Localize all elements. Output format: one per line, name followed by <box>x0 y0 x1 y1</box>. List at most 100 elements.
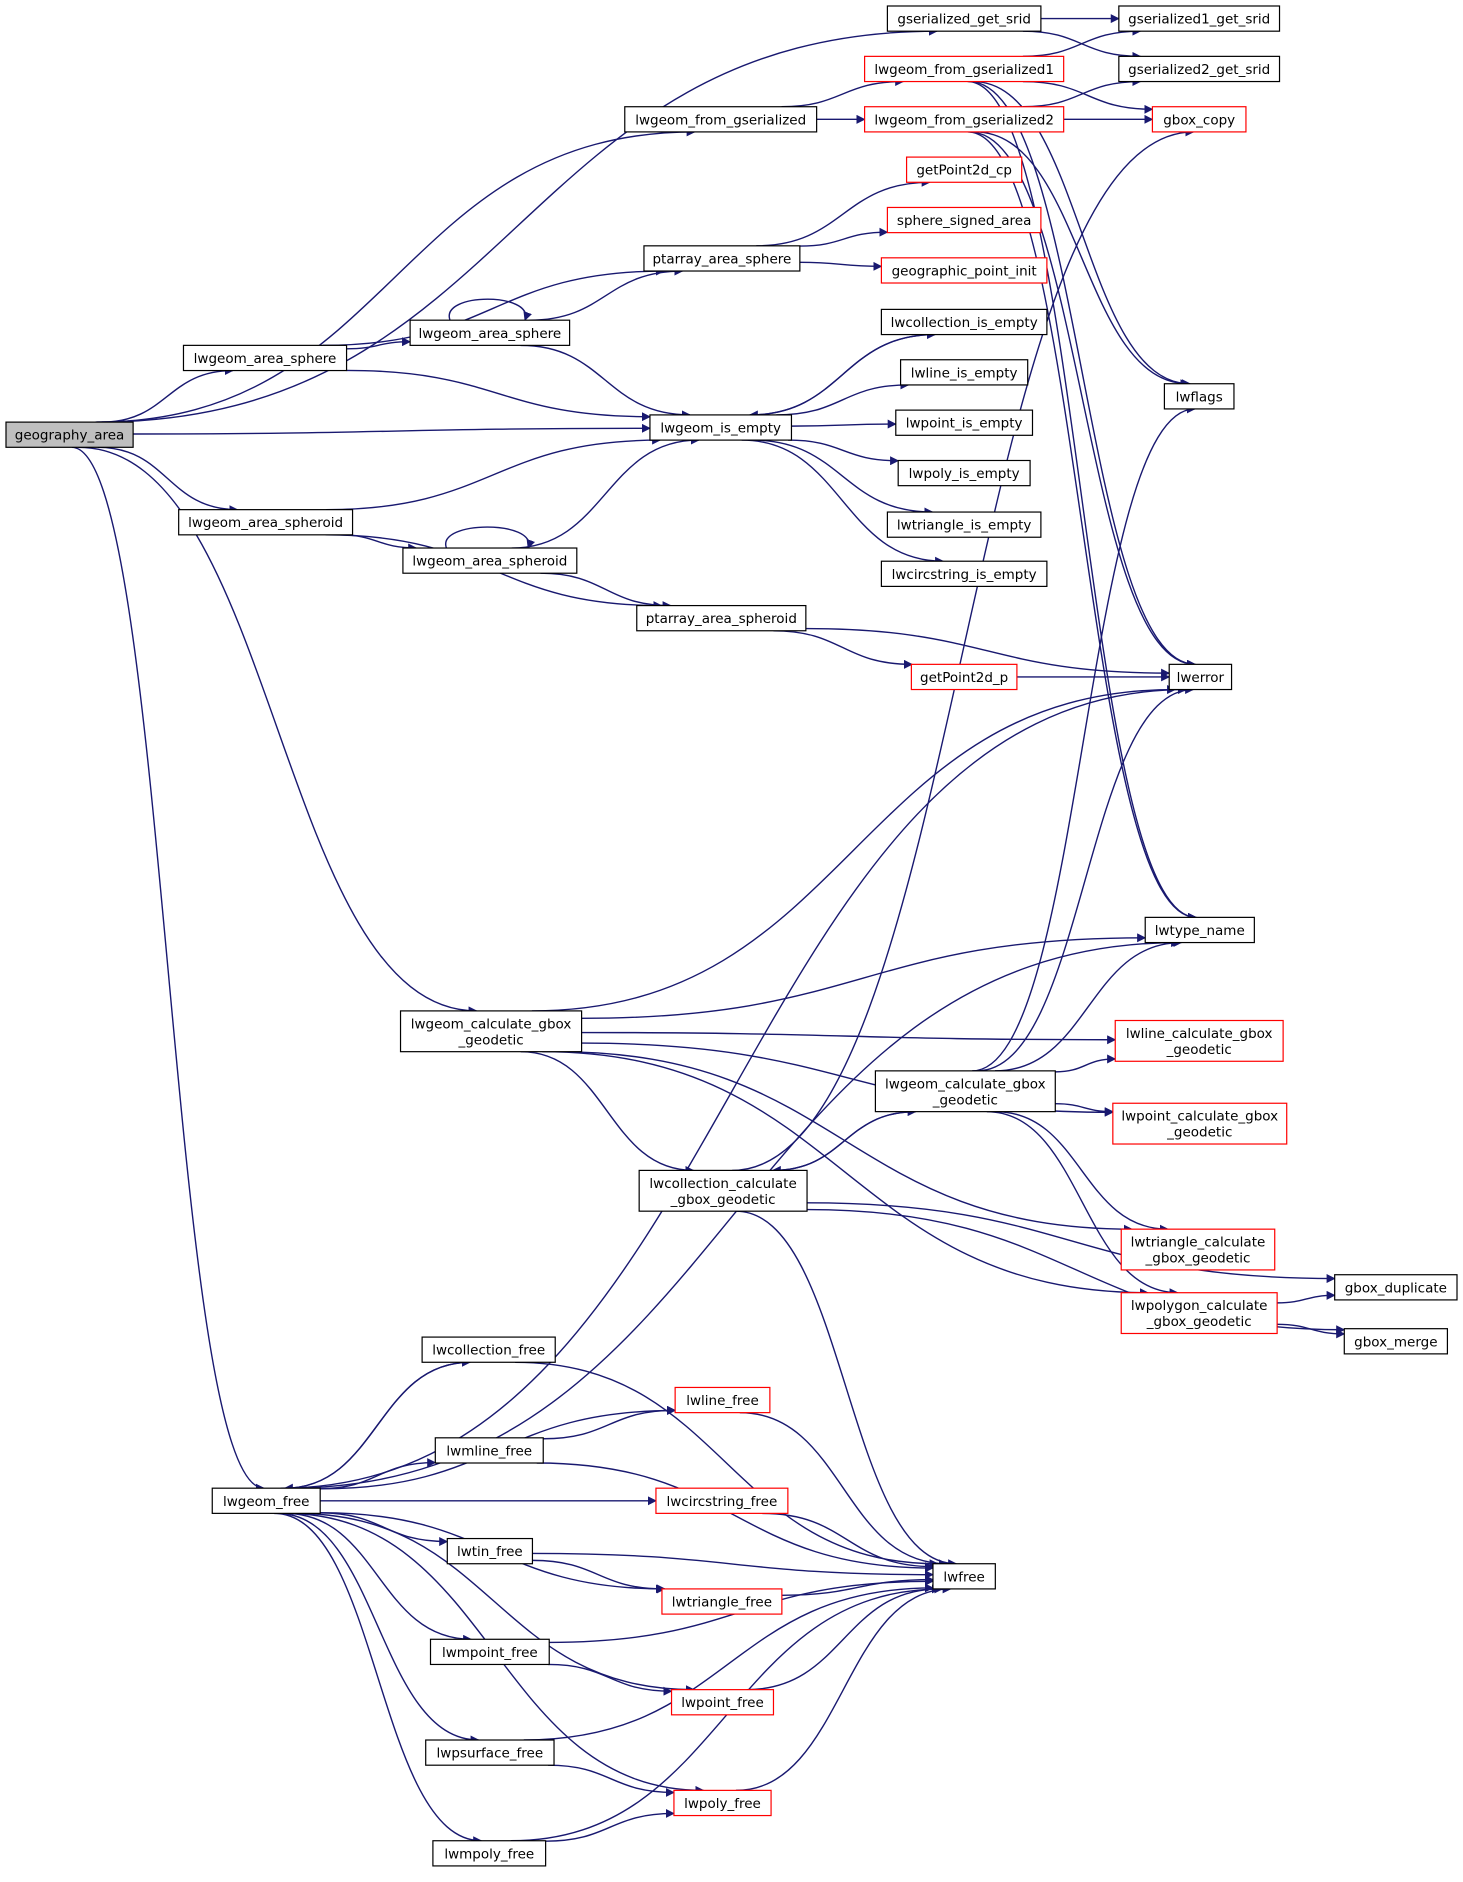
node-ptarray_area_sphere[interactable]: ptarray_area_sphere <box>643 245 801 272</box>
node-box-geographic_point_init <box>880 257 1048 284</box>
edge-lwpolygon_calculate_gbox_geodetic-to-gbox_duplicate <box>1277 1290 1336 1304</box>
node-label-lwpolygon_calculate_gbox_geodetic-line-2: _gbox_geodetic <box>1146 1314 1252 1330</box>
edge-lwgeom_free-to-lwmpoly_free <box>274 1512 483 1846</box>
node-lwgeom_area_spheroid2[interactable]: lwgeom_area_spheroid <box>402 547 578 574</box>
node-lwgeom_area_spheroid[interactable]: lwgeom_area_spheroid <box>178 509 354 536</box>
node-lwtriangle_calculate_gbox_geodetic[interactable]: lwtriangle_calculate_gbox_geodetic <box>1120 1228 1276 1271</box>
node-lwpoly_is_empty[interactable]: lwpoly_is_empty <box>897 459 1031 487</box>
node-lwgeom_from_gserialized[interactable]: lwgeom_from_gserialized <box>624 106 818 133</box>
edge-lwgeom_is_empty-to-lwpoly_is_empty <box>787 439 900 466</box>
node-lwtin_free[interactable]: lwtin_free <box>446 1537 534 1565</box>
node-lwgeom_free[interactable]: lwgeom_free <box>211 1487 321 1514</box>
node-lwpoint_is_empty[interactable]: lwpoint_is_empty <box>895 409 1034 436</box>
node-label-lwgeom_area_spheroid: lwgeom_area_spheroid <box>188 515 343 531</box>
edge-lwgeom_calculate_gbox_geodetic-to-lwtype_name <box>581 933 1147 1020</box>
node-lwmpoly_free[interactable]: lwmpoly_free <box>432 1840 547 1867</box>
node-lwgeom_from_gserialized2[interactable]: lwgeom_from_gserialized2 <box>864 106 1065 133</box>
node-label-getPoint2d_p: getPoint2d_p <box>920 670 1008 686</box>
node-lwpoint_free[interactable]: lwpoint_free <box>670 1689 775 1716</box>
node-lwline_calculate_gbox_geodetic[interactable]: lwline_calculate_gbox_geodetic <box>1114 1019 1284 1062</box>
node-lwgeom_from_gserialized1[interactable]: lwgeom_from_gserialized1 <box>864 55 1065 83</box>
node-label-lwmpoint_free: lwmpoint_free <box>442 1645 538 1661</box>
node-lwpsurface_free[interactable]: lwpsurface_free <box>425 1739 555 1766</box>
node-sphere_signed_area[interactable]: sphere_signed_area <box>886 206 1042 234</box>
edge-ptarray_area_spheroid-to-getPoint2d_p <box>773 630 914 669</box>
node-ptarray_area_spheroid[interactable]: ptarray_area_spheroid <box>636 604 807 632</box>
edge-lwmline_free-to-lwline_free <box>543 1405 677 1440</box>
node-lwgeom_area_sphere[interactable]: lwgeom_area_sphere <box>182 344 348 372</box>
node-box-lwgeom_calculate_gbox_geodetic <box>399 1010 583 1053</box>
node-label-lwerror: lwerror <box>1177 670 1225 686</box>
node-getPoint2d_p[interactable]: getPoint2d_p <box>910 663 1018 691</box>
node-lwcollection_calculate_gbox_geodetic[interactable]: lwcollection_calculate_gbox_geodetic <box>638 1169 808 1212</box>
node-box-ptarray_area_sphere <box>643 245 801 272</box>
node-lwmpoint_free[interactable]: lwmpoint_free <box>429 1638 550 1666</box>
edge-geography_area-to-lwgeom_from_gserialized <box>95 127 696 423</box>
edge-lwgeom_is_empty-to-lwtriangle_is_empty <box>752 439 934 517</box>
node-box-lwerror <box>1168 663 1233 691</box>
node-lwpoly_free[interactable]: lwpoly_free <box>673 1789 772 1817</box>
node-geography_area: geography_area <box>5 421 134 448</box>
edge-lwgeom_free-to-lwmline_free <box>320 1458 437 1490</box>
node-box-lwcollection_calculate_gbox_geodetic <box>638 1169 808 1212</box>
node-lwcollection_is_empty[interactable]: lwcollection_is_empty <box>880 308 1048 336</box>
node-label-lwpoint_calculate_gbox_geodetic-line-1: lwpoint_calculate_gbox <box>1121 1109 1278 1125</box>
node-lwline_free[interactable]: lwline_free <box>674 1386 771 1414</box>
edge-geography_area-to-lwgeom_calculate_gbox_geodetic <box>78 446 478 1016</box>
node-lwtype_name[interactable]: lwtype_name <box>1144 916 1255 944</box>
node-box-lwtriangle_free <box>661 1588 783 1615</box>
edge-lwpolygon_calculate_gbox_geodetic-to-gbox_merge <box>1277 1323 1346 1339</box>
node-label-lwgeom_calculate_gbox_geodetic2-line-2: _geodetic <box>932 1092 998 1108</box>
edge-lwgeom_area_sphere2-to-lwgeom_is_empty <box>520 344 691 420</box>
edge-lwgeom_area_sphere-to-ptarray_area_sphere <box>322 266 666 347</box>
node-gserialized1_get_srid[interactable]: gserialized1_get_srid <box>1118 5 1281 32</box>
edge-lwgeom_area_sphere2-to-lwgeom_area_sphere2 <box>448 298 532 322</box>
edge-lwgeom_from_gserialized1-to-lwflags <box>973 80 1192 389</box>
node-label-geography_area: geography_area <box>15 428 125 444</box>
node-lwpoint_calculate_gbox_geodetic[interactable]: lwpoint_calculate_gbox_geodetic <box>1112 1102 1288 1145</box>
node-label-lwmpoly_free: lwmpoly_free <box>444 1846 534 1862</box>
node-label-lwtriangle_free: lwtriangle_free <box>672 1595 772 1611</box>
node-label-getPoint2d_cp: getPoint2d_cp <box>916 163 1012 179</box>
edge-lwgeom_area_spheroid-to-lwgeom_is_empty <box>326 435 662 511</box>
node-label-lwpolygon_calculate_gbox_geodetic-line-1: lwpolygon_calculate <box>1131 1298 1268 1314</box>
node-lwgeom_calculate_gbox_geodetic[interactable]: lwgeom_calculate_gbox_geodetic <box>399 1010 583 1053</box>
node-lwcircstring_free[interactable]: lwcircstring_free <box>655 1487 789 1514</box>
node-label-lwcollection_calculate_gbox_geodetic-line-1: lwcollection_calculate <box>649 1176 796 1192</box>
node-gbox_merge[interactable]: gbox_merge <box>1343 1328 1449 1355</box>
node-label-lwtriangle_calculate_gbox_geodetic-line-1: lwtriangle_calculate <box>1131 1235 1266 1251</box>
node-lwtriangle_free[interactable]: lwtriangle_free <box>661 1588 783 1615</box>
node-box-lwgeom_from_gserialized <box>624 106 818 133</box>
node-geographic_point_init[interactable]: geographic_point_init <box>880 257 1048 284</box>
node-box-gserialized_get_srid <box>886 5 1042 32</box>
edge-lwgeom_calculate_gbox_geodetic-to-lwpolygon_calculate_gbox_geodetic <box>542 1050 1149 1298</box>
node-lwmline_free[interactable]: lwmline_free <box>434 1437 544 1464</box>
edge-lwgeom_area_sphere2-to-ptarray_area_sphere <box>529 266 684 321</box>
edge-lwgeom_free-to-lwpoint_free <box>294 1512 695 1695</box>
node-gbox_copy[interactable]: gbox_copy <box>1151 106 1247 133</box>
node-box-getPoint2d_cp <box>905 156 1023 183</box>
node-lwgeom_area_sphere2[interactable]: lwgeom_area_sphere <box>409 319 571 346</box>
node-label-lwline_calculate_gbox_geodetic-line-2: _geodetic <box>1166 1042 1232 1058</box>
node-lwfree[interactable]: lwfree <box>932 1563 996 1590</box>
edge-ptarray_area_sphere-to-geographic_point_init <box>799 261 883 271</box>
node-getPoint2d_cp[interactable]: getPoint2d_cp <box>905 156 1023 183</box>
node-lwcollection_free[interactable]: lwcollection_free <box>421 1336 556 1363</box>
node-lwflags[interactable]: lwflags <box>1163 383 1235 410</box>
node-lwcircstring_is_empty[interactable]: lwcircstring_is_empty <box>880 560 1048 587</box>
node-gbox_duplicate[interactable]: gbox_duplicate <box>1334 1274 1458 1301</box>
node-lwerror[interactable]: lwerror <box>1168 663 1233 691</box>
node-gserialized2_get_srid[interactable]: gserialized2_get_srid <box>1118 55 1281 83</box>
node-box-lwtype_name <box>1144 916 1255 944</box>
node-lwpolygon_calculate_gbox_geodetic[interactable]: lwpolygon_calculate_gbox_geodetic <box>1120 1292 1278 1335</box>
node-label-lwgeom_from_gserialized1: lwgeom_from_gserialized1 <box>874 62 1054 78</box>
node-lwgeom_is_empty[interactable]: lwgeom_is_empty <box>649 414 793 441</box>
edge-lwgeom_calculate_gbox_geodetic2-to-lwerror <box>976 685 1195 1072</box>
node-label-lwmline_free: lwmline_free <box>446 1443 532 1459</box>
node-box-lwgeom_calculate_gbox_geodetic2 <box>874 1070 1056 1113</box>
node-lwtriangle_is_empty[interactable]: lwtriangle_is_empty <box>886 511 1042 538</box>
node-lwline_is_empty[interactable]: lwline_is_empty <box>899 359 1029 386</box>
edge-lwcollection_calculate_gbox_geodetic-to-gbox_duplicate <box>807 1202 1336 1284</box>
node-gserialized_get_srid[interactable]: gserialized_get_srid <box>886 5 1042 32</box>
node-lwgeom_calculate_gbox_geodetic2[interactable]: lwgeom_calculate_gbox_geodetic <box>874 1070 1056 1113</box>
